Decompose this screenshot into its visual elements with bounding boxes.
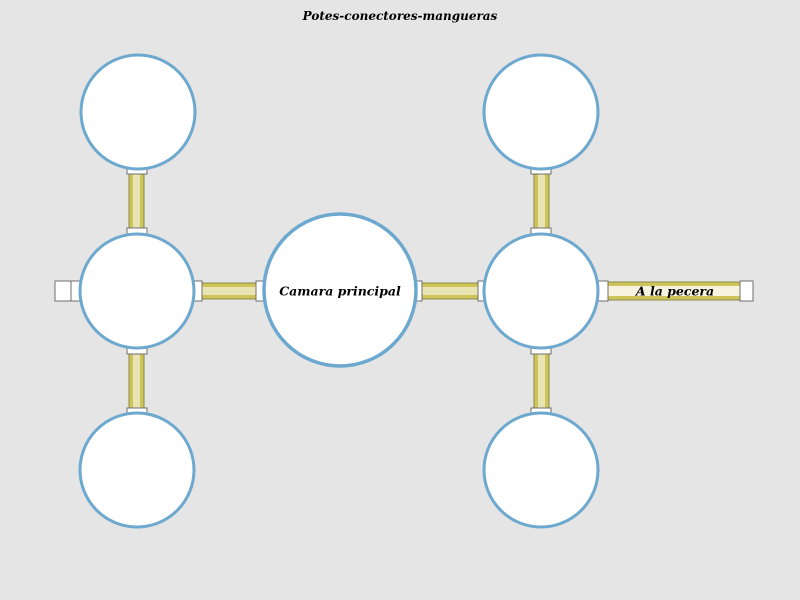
pot-right-bottom [482, 411, 600, 529]
outlet-label: A la pecera [635, 283, 715, 299]
hose-main-right [407, 280, 493, 302]
hose-left-top [126, 161, 148, 241]
hose-right-bottom [530, 341, 552, 421]
main-chamber-label: Camara principal [279, 283, 401, 299]
pot-right-middle [482, 232, 600, 350]
hose-left-bottom [126, 341, 148, 421]
pot-left-bottom [78, 411, 196, 529]
diagram-title: Potes-conectores-mangueras [302, 9, 498, 23]
pot-left-top [79, 53, 197, 171]
pot-right-top [482, 53, 600, 171]
pot-left-middle [78, 232, 196, 350]
connector [739, 280, 754, 302]
hose-right-top [530, 161, 552, 241]
main-chamber [262, 212, 418, 368]
hose-left-main [187, 280, 271, 302]
